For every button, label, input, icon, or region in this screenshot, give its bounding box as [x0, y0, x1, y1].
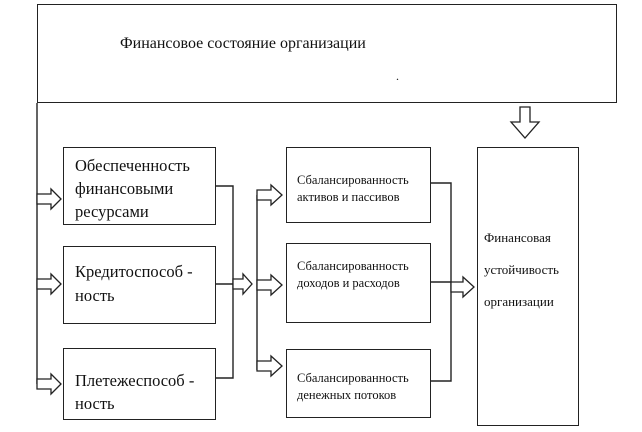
box-line: Сбалансированность: [297, 371, 409, 385]
box-line: Сбалансированность: [297, 173, 409, 187]
financial-resources-box: Обеспеченность финансовыми ресурсами: [63, 147, 216, 225]
arrow-right-icon: [256, 354, 283, 378]
box-line: ность: [75, 286, 115, 305]
arrow-right-icon: [36, 272, 62, 296]
box-line: Сбалансированность: [297, 259, 409, 273]
arrow-down-icon: [509, 106, 541, 139]
cash-flows-box: Сбалансированность денежных потоков: [286, 349, 431, 418]
assets-liabilities-box: Сбалансированность активов и пассивов: [286, 147, 431, 223]
financial-state-title: Финансовое состояние организации: [120, 35, 366, 52]
left-bracket-line: [216, 185, 234, 379]
box-line: денежных потоков: [297, 388, 397, 402]
financial-stability-box: Финансовая устойчивость организации: [477, 147, 579, 426]
box-line: доходов и расходов: [297, 276, 400, 290]
box-line: ресурсами: [75, 202, 149, 221]
financial-state-box: Финансовое состояние организации .: [37, 4, 617, 103]
income-expenses-box: Сбалансированность доходов и расходов: [286, 243, 431, 323]
arrow-right-icon: [36, 187, 62, 211]
solvency-box: Плетежеспособ - ность: [63, 348, 216, 420]
box-line: активов и пассивов: [297, 190, 400, 204]
arrow-right-icon: [450, 275, 475, 299]
stray-dot: .: [396, 69, 399, 83]
box-line: ность: [75, 394, 115, 413]
box-line: финансовыми: [75, 179, 174, 198]
creditworthiness-box: Кредитоспособ - ность: [63, 246, 216, 324]
box-line: Плетежеспособ -: [75, 371, 195, 390]
arrow-right-icon: [232, 272, 253, 296]
box-line: Финансовая: [484, 230, 551, 245]
box-line: организации: [484, 294, 554, 309]
box-line: Обеспеченность: [75, 156, 190, 175]
arrow-right-icon: [36, 372, 62, 396]
box-line: Кредитоспособ -: [75, 262, 193, 281]
arrow-right-icon: [256, 183, 283, 207]
box-line: устойчивость: [484, 262, 559, 277]
arrow-right-icon: [256, 273, 283, 297]
